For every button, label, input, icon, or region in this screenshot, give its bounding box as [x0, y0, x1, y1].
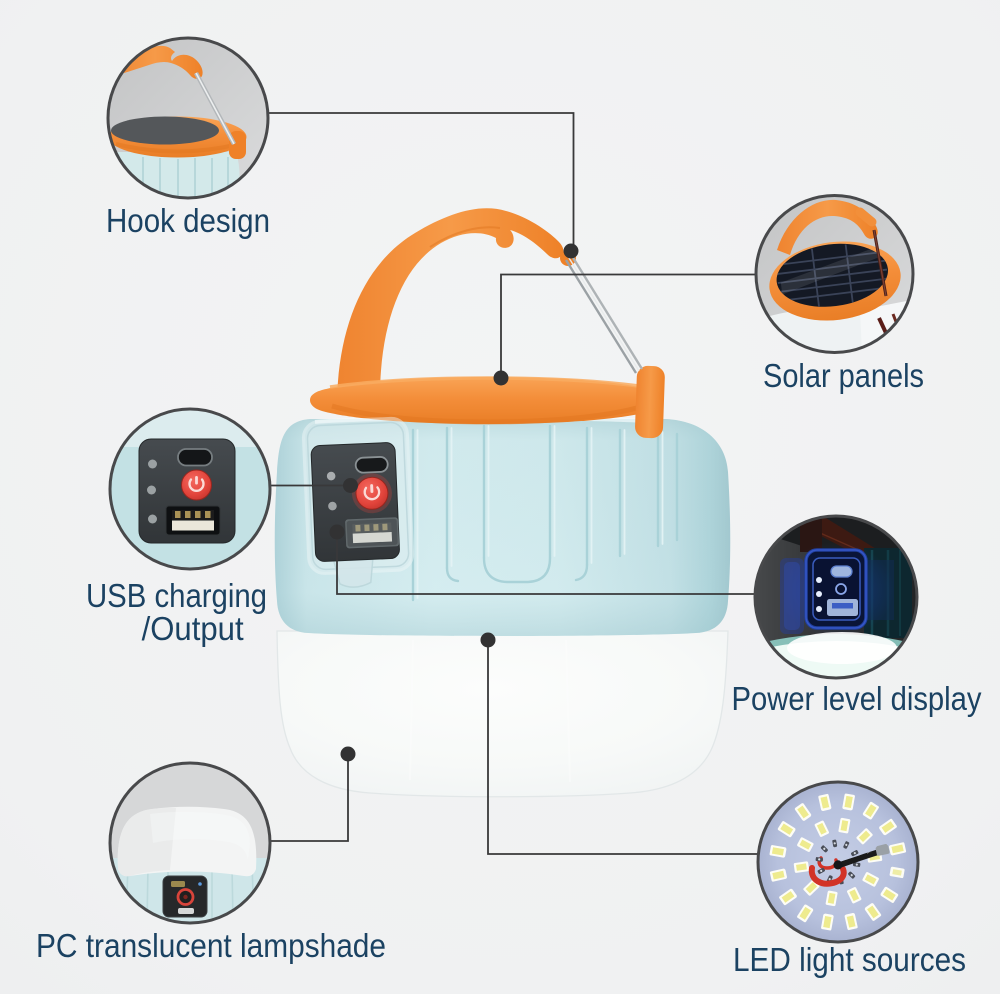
svg-text:Solar panels: Solar panels — [763, 357, 924, 394]
svg-text:/Output: /Output — [142, 610, 244, 647]
svg-text:Power level display: Power level display — [732, 680, 982, 717]
svg-text:Hook design: Hook design — [106, 202, 270, 239]
svg-text:PC translucent lampshade: PC translucent lampshade — [36, 927, 386, 964]
svg-text:USB charging: USB charging — [86, 577, 267, 614]
svg-text:LED light sources: LED light sources — [733, 941, 966, 978]
